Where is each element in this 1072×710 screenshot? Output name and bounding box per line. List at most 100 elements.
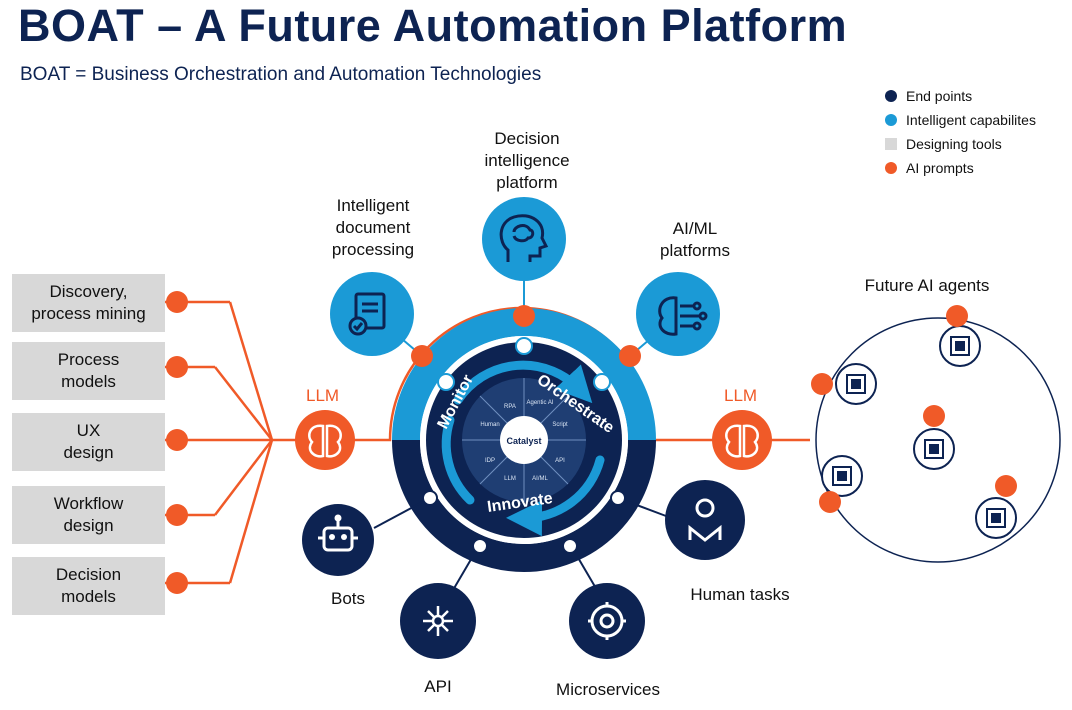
legend-label: Designing tools (906, 136, 1002, 152)
designing-tool-ux-design: UX design (12, 413, 165, 471)
endpoint-bots (302, 504, 374, 576)
designing-tool-discovery: Discovery, process mining (12, 274, 165, 332)
hub-segment-label: LLM (504, 476, 516, 482)
label-line: platform (496, 173, 558, 192)
label-line: processing (331, 240, 415, 259)
hub-segment-label: Human (480, 422, 499, 428)
ai-prompt-dot (819, 491, 841, 513)
tool-line: design (63, 443, 114, 462)
legend-item-designing-tools: Designing tools (885, 132, 1036, 156)
page-subtitle: BOAT = Business Orchestration and Automa… (20, 64, 542, 85)
future-agents-circle (815, 317, 1061, 563)
hub-segment-label: API (555, 458, 565, 464)
hub-segment-labels: RPA Agentic AI Script API AI/ML LLM IDP … (480, 400, 568, 482)
ai-prompt-dot (166, 291, 188, 313)
hub-segment-label: Agentic AI (526, 400, 553, 406)
ai-prompt-dot (166, 572, 188, 594)
label-line: document (335, 218, 411, 237)
hub-segment-label: AI/ML (532, 476, 548, 482)
tool-line: process mining (31, 304, 146, 323)
llm-label-left: LLM (306, 386, 340, 405)
tool-line: models (61, 372, 116, 391)
hub-segment-wheel (462, 378, 586, 502)
llm-left (295, 410, 355, 470)
capability-idp (330, 272, 414, 356)
api-network-icon (423, 606, 453, 636)
tool-line: Decision (55, 565, 122, 584)
hub-segment-label: RPA (504, 404, 516, 410)
ai-prompt-dot (411, 345, 433, 367)
gear-icon (588, 602, 626, 640)
robot-icon (318, 514, 358, 552)
legend-square-gray (885, 138, 897, 150)
endpoint-microservices (569, 583, 645, 659)
label-line: Intelligent (336, 196, 410, 215)
person-icon (688, 498, 722, 542)
label-line: platforms (660, 241, 730, 260)
legend-dot-orange (885, 162, 897, 174)
document-check-icon (348, 292, 386, 336)
endpoint-label-human-tasks: Human tasks (690, 585, 790, 604)
legend-label: AI prompts (906, 160, 974, 176)
ai-prompt-dot (166, 429, 188, 451)
label-line: intelligence (484, 151, 570, 170)
tool-line: design (63, 516, 114, 535)
label-line: Decision (494, 129, 560, 148)
ai-prompt-dot (166, 356, 188, 378)
chip-icon (913, 428, 955, 470)
legend-dot-blue (885, 114, 897, 126)
hub-navy-ring (392, 439, 656, 572)
brain-icon (725, 424, 759, 458)
future-agents-label: Future AI agents (864, 276, 990, 295)
tool-line: Discovery, (49, 282, 128, 301)
ai-prompt-dot (811, 373, 833, 395)
agent-chips (821, 325, 1017, 539)
legend-item-end-points: End points (885, 84, 1036, 108)
ai-prompt-dot (995, 475, 1017, 497)
capability-label-idp: Intelligent document processing (318, 195, 428, 261)
legend-label: End points (906, 88, 973, 104)
tool-prompt-dots (166, 291, 188, 594)
endpoint-label-bots: Bots (330, 589, 366, 608)
hub-segment-label: IDP (485, 458, 495, 464)
legend: End points Intelligent capabilites Desig… (885, 84, 1036, 180)
capability-aiml (636, 272, 720, 356)
tool-line: Process (57, 350, 120, 369)
endpoint-nodes (422, 490, 626, 554)
capability-label-aiml: AI/ML platforms (640, 218, 750, 262)
endpoint-human-tasks (665, 480, 745, 560)
chip-icon (975, 497, 1017, 539)
capability-nodes (437, 337, 611, 391)
agent-prompt-dots (811, 305, 1017, 513)
chip-icon (821, 455, 863, 497)
legend-item-intelligent-capabilities: Intelligent capabilites (885, 108, 1036, 132)
tool-line: UX (76, 421, 101, 440)
chip-icon (835, 363, 877, 405)
ai-prompt-dot (946, 305, 968, 327)
ai-prompt-dot (923, 405, 945, 427)
legend-dot-navy (885, 90, 897, 102)
llm-right (712, 410, 772, 470)
legend-label: Intelligent capabilites (906, 112, 1036, 128)
circuit-brain-icon (658, 296, 708, 336)
chip-icon (939, 325, 981, 367)
hub-logo: Catalyst (506, 436, 541, 446)
ai-prompt-dot (513, 305, 535, 327)
capability-decision (482, 197, 566, 281)
arc-prompt-dots (411, 305, 641, 367)
capability-label-decision: Decision intelligence platform (472, 128, 582, 194)
llm-label-right: LLM (724, 386, 758, 405)
label-line: AI/ML (672, 219, 718, 238)
hub-segment-label: Script (552, 422, 568, 428)
ai-prompt-dot (619, 345, 641, 367)
brain-head-icon (499, 214, 549, 262)
legend-item-ai-prompts: AI prompts (885, 156, 1036, 180)
designing-tool-process-models: Process models (12, 342, 165, 400)
ai-prompt-dot (166, 504, 188, 526)
cycle-arrows (441, 360, 605, 537)
designing-tool-workflow-design: Workflow design (12, 486, 165, 544)
endpoint-label-api: API (424, 677, 452, 696)
tool-line: Workflow (53, 494, 124, 513)
tool-line: models (61, 587, 116, 606)
